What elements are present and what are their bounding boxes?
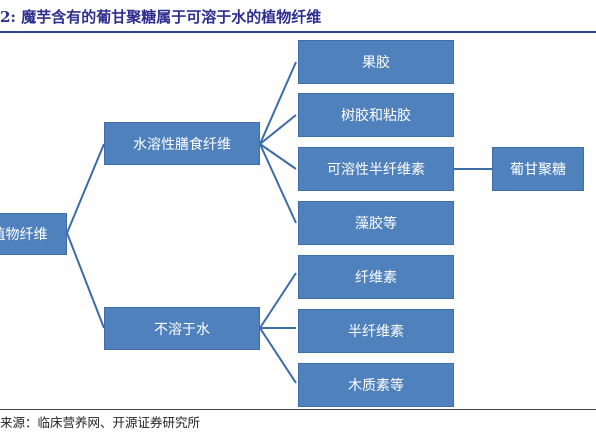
gum-mucilage-node: 树胶和粘胶 [298,93,454,137]
hemicellulose-node: 半纤维素 [298,309,454,353]
soluble-hemicellulose-node: 可溶性半纤维素 [298,147,454,191]
root-node: 植物纤维 [0,213,67,255]
bracket-soluble [258,61,297,224]
link-root-insoluble [66,232,105,329]
glucomannan-node: 葡甘聚糖 [492,147,584,191]
source-rule [0,409,596,410]
link-root-soluble [66,143,105,234]
soluble-fiber-node: 水溶性膳食纤维 [104,122,260,165]
lignin-node: 木质素等 [298,363,454,407]
insoluble-fiber-node: 不溶于水 [104,307,260,350]
figure-title: 2: 魔芋含有的葡甘聚糖属于可溶于水的植物纤维 [0,8,322,26]
pectin-node: 果胶 [298,40,454,84]
link-soluble-gum [259,114,297,145]
cellulose-node: 纤维素 [298,255,454,299]
source-note: 来源：临床营养网、开源证券研究所 [0,415,201,430]
title-rule [0,31,596,33]
link-soluble-hemi [259,143,297,170]
algin-node: 藻胶等 [298,201,454,245]
